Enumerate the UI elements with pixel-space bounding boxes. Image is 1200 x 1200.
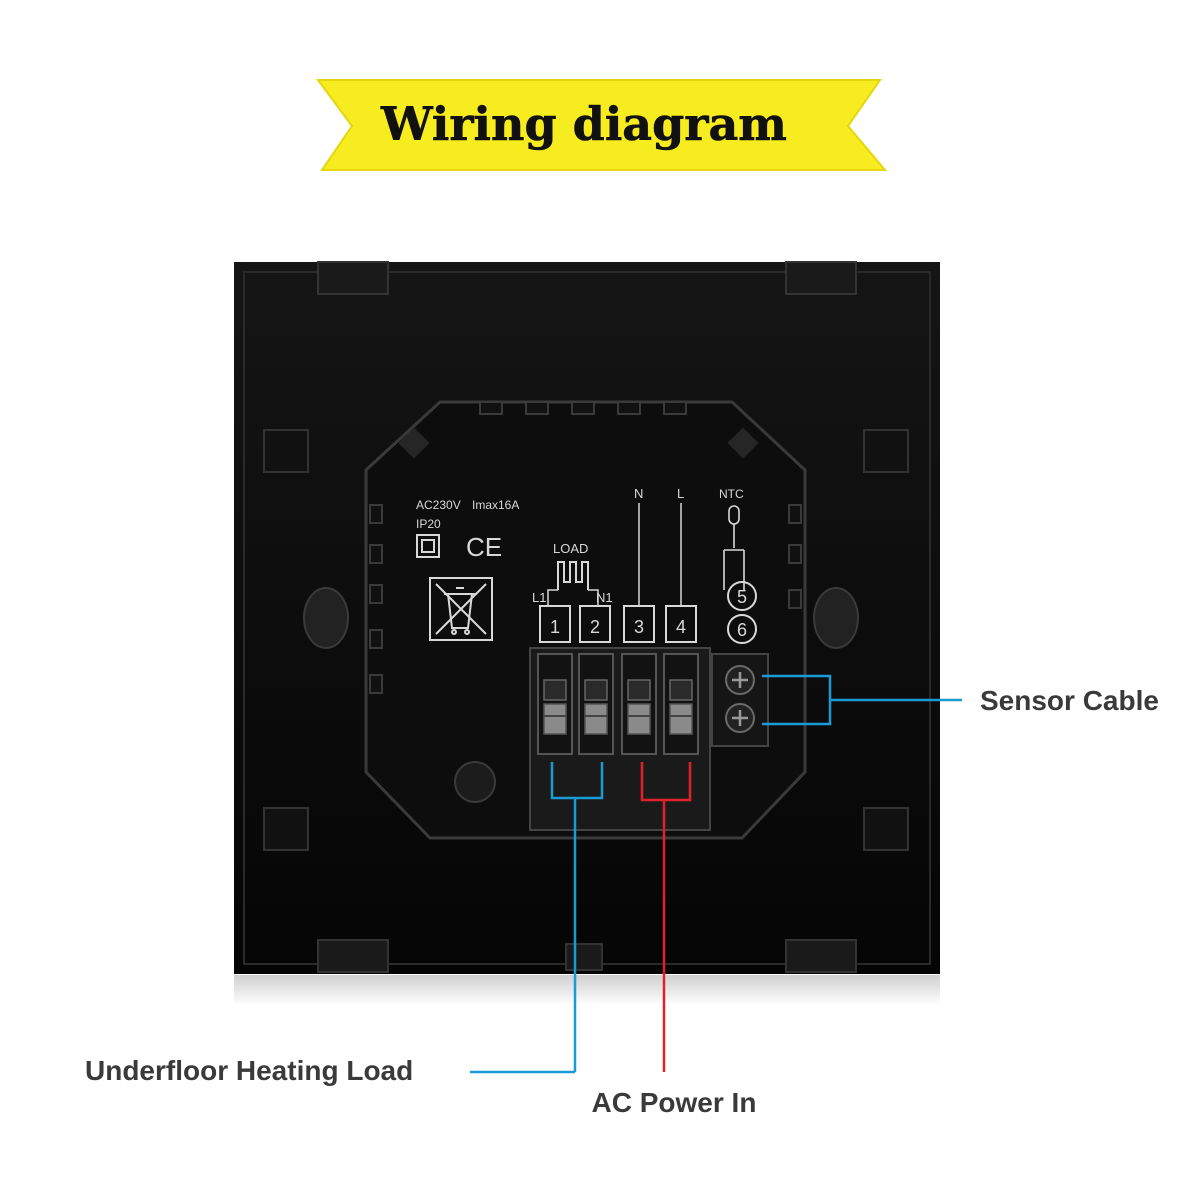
terminal-4: 4 (676, 617, 686, 637)
sensor-cable-connector (762, 674, 962, 726)
clip-bottom-right (785, 939, 857, 973)
terminal-module: AC230V Imax16A IP20 CE LOAD L1 N1 N L (364, 400, 807, 840)
clip-left-upper (263, 429, 309, 473)
screw-terminals (537, 653, 699, 755)
corner-marker-left (398, 427, 430, 459)
heating-element-icon (557, 561, 589, 590)
underfloor-heating-load-label: Underfloor Heating Load (85, 1055, 413, 1086)
terminal-number-boxes: 1 2 3 4 (539, 605, 697, 643)
n1-label: N1 (596, 590, 613, 605)
sensor-cable-label: Sensor Cable (980, 685, 1159, 716)
sensor-screw-5 (725, 665, 755, 695)
n-label: N (634, 486, 643, 501)
sensor-terminal-5: 5 (737, 587, 747, 607)
title-banner: Wiring diagram (316, 79, 888, 171)
ntc-label: NTC (719, 487, 744, 501)
clip-left-lower (263, 807, 309, 851)
clip-top-right (785, 261, 857, 295)
title: Wiring diagram (380, 97, 787, 151)
ce-mark-icon: CE (466, 532, 502, 562)
clip-right-upper (863, 429, 909, 473)
mount-hole-right (813, 587, 859, 649)
rating-current: Imax16A (472, 498, 519, 512)
clip-bottom-left (317, 939, 389, 973)
panel-reflection (234, 975, 940, 1005)
mount-hole-left (303, 587, 349, 649)
ac-power-connector (640, 762, 692, 1072)
clip-right-lower (863, 807, 909, 851)
terminal-2: 2 (590, 617, 600, 637)
load-label: LOAD (553, 541, 588, 556)
l-label: L (677, 486, 684, 501)
rating-voltage: AC230V (416, 498, 461, 512)
ntc-sensor-icon (723, 505, 745, 590)
heating-load-connector (470, 762, 604, 1074)
ip-rating: IP20 (416, 517, 441, 531)
ac-power-in-label: AC Power In (592, 1087, 757, 1118)
corner-marker-right (727, 427, 759, 459)
sensor-screw-6 (725, 703, 755, 733)
double-insulation-icon (416, 534, 440, 558)
weee-bin-icon (429, 577, 493, 641)
round-knob (454, 761, 496, 803)
clip-bottom-center (565, 943, 603, 971)
clip-top-left (317, 261, 389, 295)
sensor-terminal-6: 6 (737, 620, 747, 640)
terminal-3: 3 (634, 617, 644, 637)
terminal-1: 1 (550, 617, 560, 637)
l1-label: L1 (532, 590, 546, 605)
